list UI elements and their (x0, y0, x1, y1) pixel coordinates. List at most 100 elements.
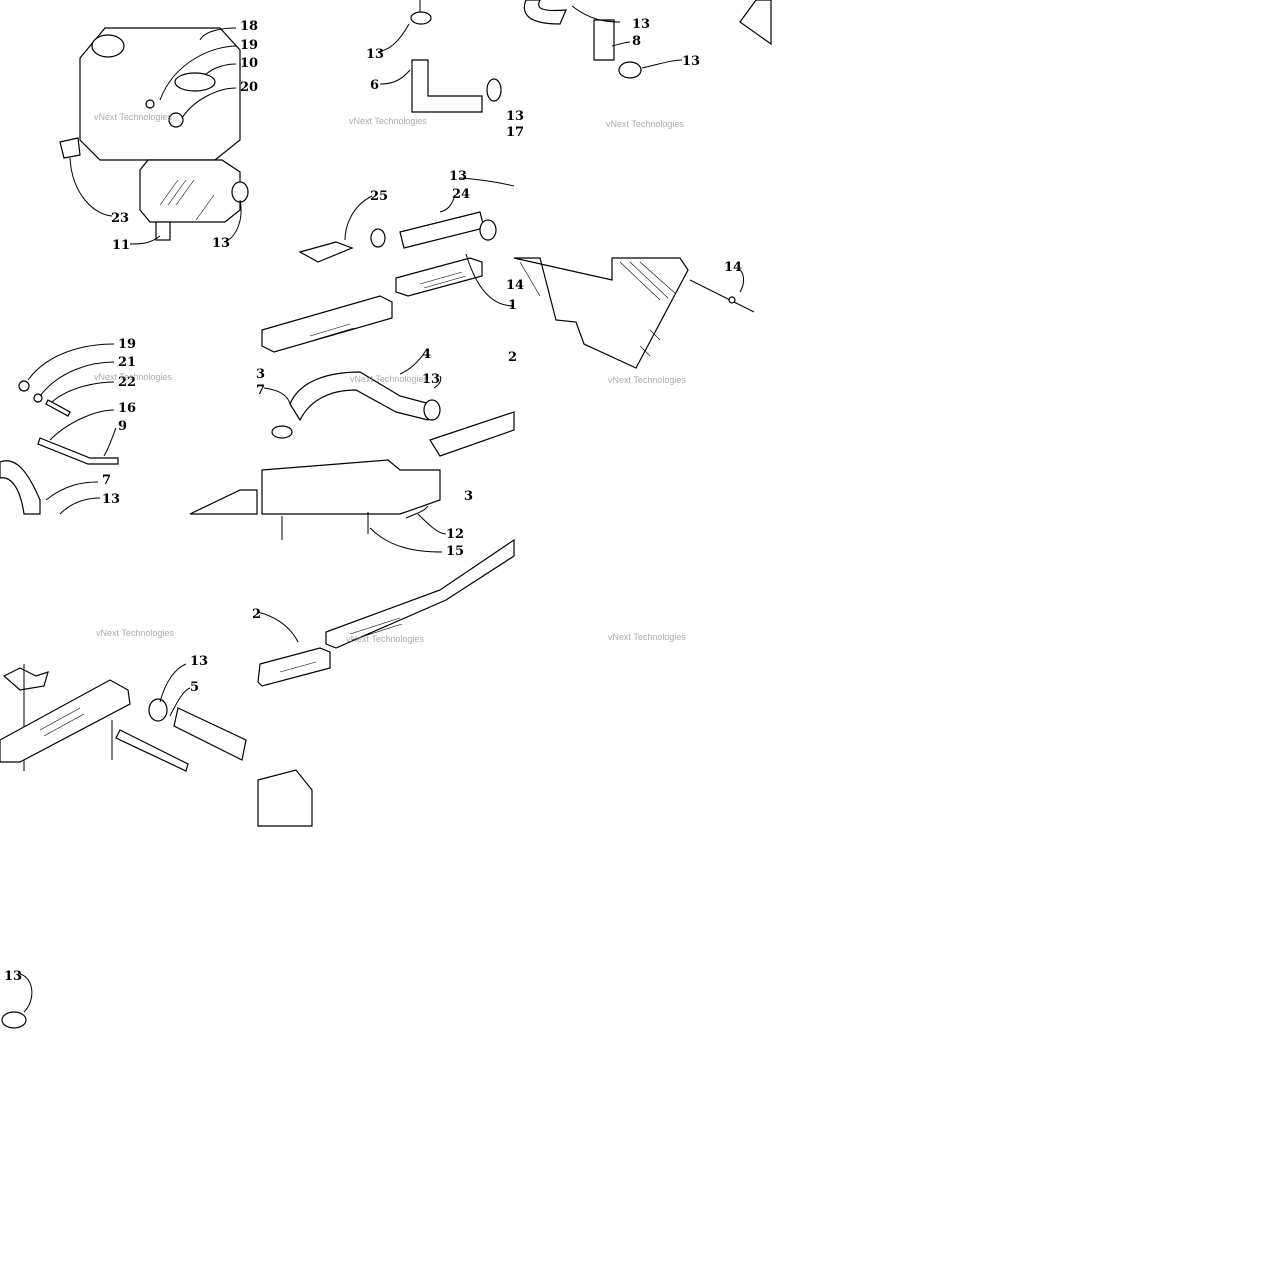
callout-14: 14 (724, 260, 742, 275)
callout-25: 8 (632, 34, 641, 49)
washer (18, 380, 30, 392)
tile-hoses-right: 13 8 13 vNext Technologies (523, 0, 772, 129)
heat-exchanger (261, 295, 393, 353)
callout-13: 13 (506, 109, 524, 124)
hose-clamp (231, 181, 249, 203)
watermark: vNext Technologies (94, 372, 172, 382)
tile-bottom-clamp: 13 (1, 969, 33, 1029)
elbow-hose (411, 59, 483, 113)
watermark: vNext Technologies (350, 374, 428, 384)
watermark: vNext Technologies (349, 116, 427, 126)
callout-19: 19 (240, 38, 258, 53)
hose (593, 19, 615, 61)
callout-18: 18 (240, 19, 258, 34)
callout-2: 2 (508, 350, 517, 365)
hose-clamp (410, 11, 432, 25)
callout-12: 12 (446, 527, 464, 542)
callout-13: 13 (102, 492, 120, 507)
heat-exchanger (257, 647, 331, 687)
side-panel (513, 257, 689, 369)
callout-3: 3 (464, 489, 473, 504)
callout-1: 1 (508, 298, 517, 313)
callout-23: 23 (111, 211, 129, 226)
callout-3: 3 (256, 367, 265, 382)
hose-clamp (370, 228, 386, 248)
callout-10: 10 (240, 56, 258, 71)
hose-clamp (148, 698, 168, 722)
callout-14: 14 (506, 278, 524, 293)
tile-hardware: 19 21 22 16 9 7 13 vNext Technologies (0, 337, 258, 515)
tile-tunnel-exchanger: 3 12 15 2 vNext Technologies (148, 489, 515, 827)
callout-6: 6 (370, 78, 379, 93)
tile-hoses-upper: 13 6 13 17 vNext Technologies 13 24 25 (298, 0, 524, 263)
filler-cap (91, 34, 125, 58)
callout-17: 17 (506, 125, 524, 140)
callout-8: 24 (452, 187, 470, 202)
callout-22: 22 (118, 375, 136, 390)
hose-clamp (423, 399, 441, 421)
watermark: vNext Technologies (346, 634, 424, 644)
callout-13: 13 (190, 654, 208, 669)
coolant-hose (173, 707, 247, 761)
callout-20: 20 (240, 80, 258, 95)
callout-7: 7 (102, 473, 111, 488)
callout-13: 13 (422, 372, 440, 387)
reservoir-tank (79, 27, 241, 161)
heat-exchanger (395, 257, 483, 297)
callout-4: 4 (422, 347, 431, 362)
heat-exchanger (0, 679, 131, 763)
callout-13: 13 (682, 54, 700, 69)
heat-exchanger (325, 538, 515, 649)
watermark: vNext Technologies (608, 375, 686, 385)
return-tube (257, 769, 313, 827)
outlet-neck (155, 221, 171, 241)
tunnel-plate (261, 459, 441, 515)
callout-11: 11 (112, 238, 130, 253)
rivet (728, 296, 736, 304)
callout-9: 9 (118, 419, 127, 434)
watermark: vNext Technologies (608, 632, 686, 642)
panel-corner (739, 0, 772, 46)
support-rail (115, 729, 189, 772)
bushing (168, 112, 184, 128)
expansion-tank (139, 159, 241, 223)
callout-21: 21 (118, 355, 136, 370)
callout-24: 25 (370, 189, 388, 204)
callout-2: 2 (252, 607, 261, 622)
lower-hose (0, 460, 41, 515)
hose-clamp (271, 425, 293, 439)
cap-screw (45, 399, 71, 417)
callout-13: 13 (449, 169, 467, 184)
mount-bracket (2, 667, 49, 691)
callout-19: 19 (118, 337, 136, 352)
callout-7: 7 (256, 383, 265, 398)
callout-15: 15 (446, 544, 464, 559)
washer (145, 99, 155, 109)
tunnel-plate (189, 489, 258, 515)
radiator-cap (174, 72, 216, 92)
heat-exchanger (429, 411, 515, 457)
hose-clamp (479, 219, 497, 241)
bleed-tube (37, 437, 119, 465)
hose (523, 0, 567, 25)
hose-clamp (1, 1011, 27, 1029)
callout-13: 13 (4, 969, 22, 984)
tile-lower-tunnel: 13 5 vNext Technologies (0, 628, 208, 772)
hose-clamp (618, 61, 642, 79)
tile-side-panel: 14 vNext Technologies (513, 257, 755, 385)
watermark: vNext Technologies (94, 112, 172, 122)
mount-bracket (59, 137, 81, 159)
callout-13: 13 (212, 236, 230, 251)
callout-13: 13 (366, 47, 384, 62)
callout-5: 5 (190, 680, 199, 695)
t-fitting (298, 241, 354, 263)
watermark: vNext Technologies (96, 628, 174, 638)
bypass-hose (399, 211, 485, 249)
tile-reservoir: 18 19 10 20 23 11 13 vNext Technologies (59, 19, 258, 253)
watermark: vNext Technologies (606, 119, 684, 129)
tile-heat-exchanger: 14 1 4 13 3 7 2 vNext Technologies (256, 253, 524, 515)
hose-clamp (486, 78, 502, 102)
callout-13: 13 (632, 17, 650, 32)
callout-16: 16 (118, 401, 136, 416)
